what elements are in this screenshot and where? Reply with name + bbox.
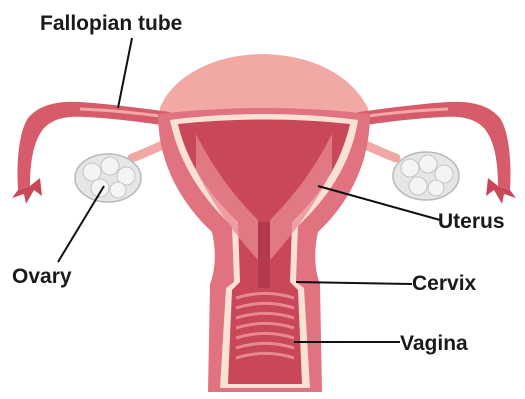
label-cervix: Cervix [412,272,477,295]
label-ovary: Ovary [12,265,72,288]
ovary-right [393,152,459,200]
leader-fallopian-tube [118,38,132,108]
ovary-left [75,154,141,202]
label-uterus: Uterus [438,210,505,233]
label-fallopian-tube: Fallopian tube [40,12,182,35]
label-vagina: Vagina [400,332,468,355]
cervical-canal [258,222,270,288]
leader-ovary [58,186,104,262]
